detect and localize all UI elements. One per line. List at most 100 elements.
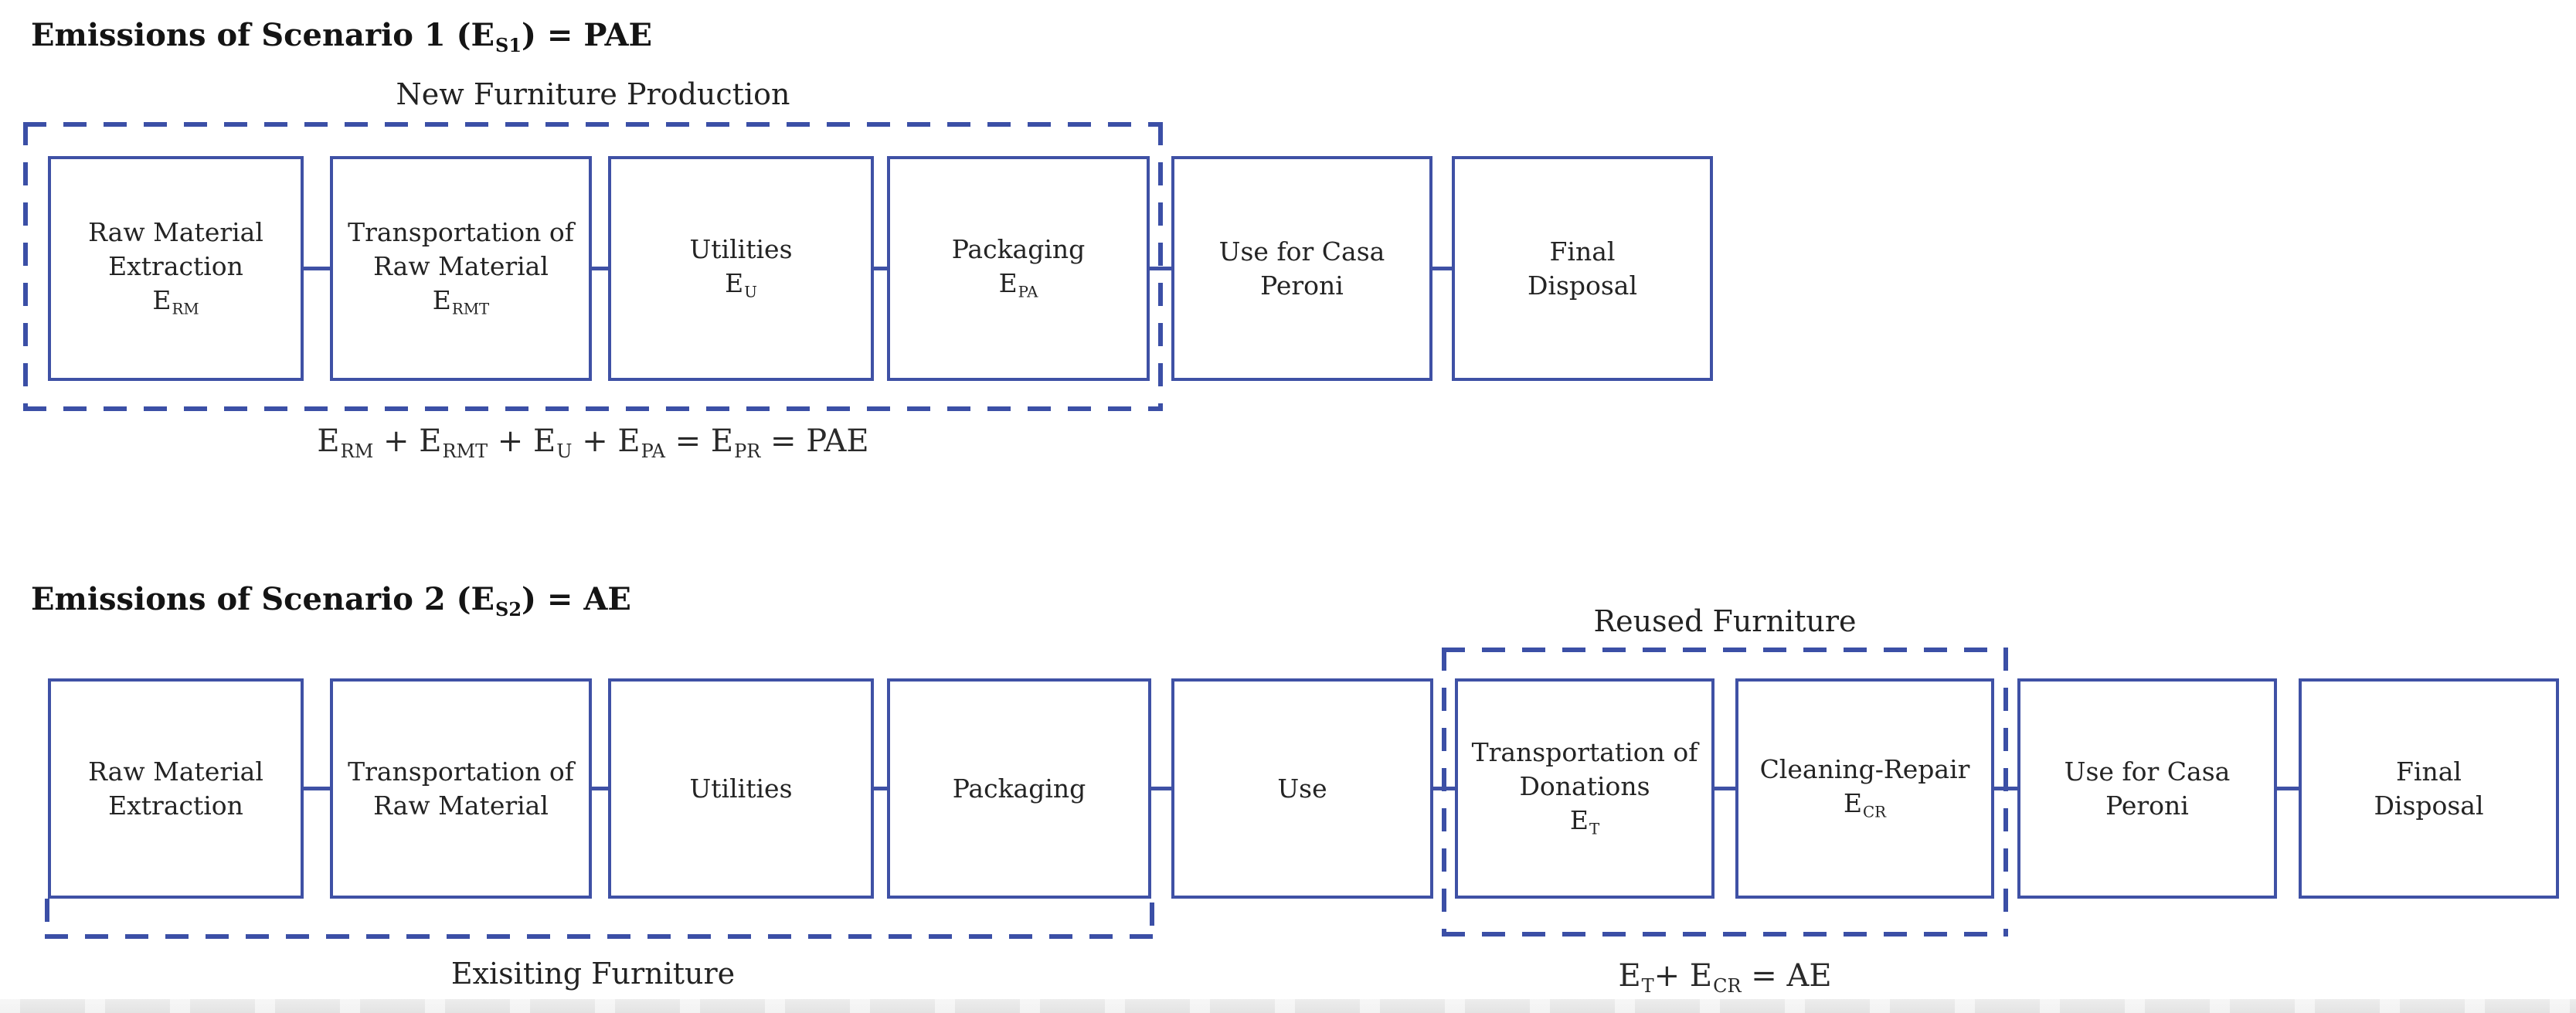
symbol-subscript: CR: [1863, 803, 1887, 821]
s2-connector-8: [2277, 787, 2299, 790]
box-label-line: Final: [1549, 236, 1616, 267]
s1-connector-5: [1432, 267, 1452, 270]
scenario2-title-post: ) = AE: [522, 581, 631, 617]
scenario1-title-subscript: S1: [495, 33, 522, 56]
scenario1-formula: ERM + ERMT + EU + EPA = EPR = PAE: [23, 423, 1163, 462]
bottom-edge-artifact-strip: [0, 999, 2576, 1013]
box-label-line: Use: [1277, 773, 1327, 804]
box-label-line: Transportation of: [348, 217, 574, 247]
s2-box-transportation-of-raw-material: Transportation of Raw Material: [330, 678, 592, 899]
box-label-line: Raw Material: [88, 756, 263, 787]
s1-box-use-for-casa-peroni: Use for Casa Peroni: [1171, 156, 1432, 381]
box-symbol: EPA: [999, 267, 1038, 304]
box-symbol: ERM: [152, 284, 199, 321]
symbol-subscript: T: [1589, 820, 1600, 838]
s2-connector-2: [592, 787, 608, 790]
scenario1-title-post: ) = PAE: [522, 17, 653, 53]
new-furniture-group-border-bottom: [23, 406, 1163, 411]
scenario1-title: Emissions of Scenario 1 (ES1) = PAE: [31, 17, 653, 56]
s1-connector-2: [592, 267, 608, 270]
box-label-line: Packaging: [952, 773, 1086, 804]
s1-box-utilities: Utilities EU: [608, 156, 874, 381]
s2-connector-6: [1715, 787, 1735, 790]
box-label-line: Utilities: [689, 773, 793, 804]
box-label-line: Cleaning-Repair: [1759, 754, 1970, 784]
reused-furniture-group-border-right: [2003, 648, 2008, 937]
scenario2-formula: ET+ ECR = AE: [1442, 958, 2008, 997]
box-symbol: ET: [1570, 804, 1599, 841]
reused-furniture-group-border-top: [1442, 648, 2008, 652]
formula-subscript: RMT: [442, 440, 488, 462]
box-label-line: Extraction: [108, 251, 243, 281]
box-symbol: ERMT: [433, 284, 489, 321]
s2-box-use-for-casa-peroni: Use for Casa Peroni: [2017, 678, 2277, 899]
s2-connector-3: [874, 787, 887, 790]
s2-box-final-disposal: Final Disposal: [2299, 678, 2559, 899]
box-symbol: ECR: [1844, 787, 1886, 824]
box-label-line: Disposal: [1527, 270, 1638, 301]
existing-furniture-bracket-right: [1150, 903, 1154, 938]
formula-part: + E: [373, 423, 442, 459]
s2-box-cleaning-repair: Cleaning-Repair ECR: [1735, 678, 1994, 899]
symbol-base: E: [432, 285, 451, 315]
scenario2-title-subscript: S2: [495, 597, 522, 620]
formula-part: + E: [1653, 958, 1713, 994]
box-label-line: Utilities: [689, 234, 793, 264]
box-label-line: Raw Material: [373, 251, 549, 281]
formula-part: + E: [488, 423, 556, 459]
s1-box-final-disposal: Final Disposal: [1452, 156, 1713, 381]
box-label-line: Packaging: [951, 234, 1086, 264]
box-label-line: Use for Casa: [1218, 236, 1385, 267]
reused-furniture-group-border-bottom: [1442, 932, 2008, 937]
s2-box-utilities: Utilities: [608, 678, 874, 899]
new-furniture-production-label: New Furniture Production: [396, 77, 790, 111]
formula-subscript: PA: [641, 440, 665, 462]
formula-part: = E: [664, 423, 734, 459]
s2-connector-5: [1433, 787, 1455, 790]
formula-subscript: RM: [340, 440, 374, 462]
scenario2-title: Emissions of Scenario 2 (ES2) = AE: [31, 581, 631, 620]
s2-connector-4: [1151, 787, 1171, 790]
symbol-base: E: [152, 285, 172, 315]
box-label-line: Peroni: [2105, 790, 2189, 821]
s1-connector-4: [1150, 267, 1171, 270]
formula-part: = PAE: [760, 423, 869, 459]
symbol-subscript: U: [744, 283, 757, 301]
existing-furniture-bracket-bottom: [45, 934, 1154, 939]
symbol-base: E: [725, 268, 744, 298]
box-label-line: Peroni: [1260, 270, 1344, 301]
box-label-line: Donations: [1519, 771, 1650, 801]
formula-part: E: [317, 423, 340, 459]
formula-subscript: U: [556, 440, 573, 462]
box-symbol: EU: [725, 267, 757, 304]
box-label-line: Use for Casa: [2064, 756, 2231, 787]
formula-subscript: PR: [734, 440, 761, 462]
box-label-line: Disposal: [2374, 790, 2484, 821]
formula-part: E: [1618, 958, 1641, 994]
box-label-line: Raw Material: [88, 217, 263, 247]
reused-furniture-label: Reused Furniture: [1593, 604, 1857, 638]
symbol-subscript: RMT: [451, 300, 490, 318]
new-furniture-group-border-left: [23, 122, 28, 411]
s2-box-raw-material-extraction: Raw Material Extraction: [48, 678, 304, 899]
symbol-subscript: PA: [1018, 283, 1038, 301]
symbol-base: E: [1569, 805, 1589, 835]
formula-part: + E: [572, 423, 641, 459]
symbol-subscript: RM: [172, 300, 199, 318]
s2-connector-1: [304, 787, 330, 790]
box-label-line: Transportation of: [348, 756, 574, 787]
formula-subscript: T: [1641, 974, 1654, 997]
existing-furniture-bracket-left: [45, 899, 49, 937]
box-label-line: Transportation of: [1471, 737, 1698, 767]
scenario2-title-pre: Emissions of Scenario 2 (E: [31, 581, 494, 617]
box-label-line: Raw Material: [373, 790, 549, 821]
new-furniture-group-border-top: [23, 122, 1163, 127]
formula-part: = AE: [1741, 958, 1832, 994]
formula-subscript: CR: [1713, 974, 1742, 997]
s2-connector-7: [1994, 787, 2017, 790]
box-label-line: Extraction: [108, 790, 243, 821]
s1-box-transportation-of-raw-material: Transportation of Raw Material ERMT: [330, 156, 592, 381]
box-label-line: Final: [2396, 756, 2462, 787]
s1-box-raw-material-extraction: Raw Material Extraction ERM: [48, 156, 304, 381]
